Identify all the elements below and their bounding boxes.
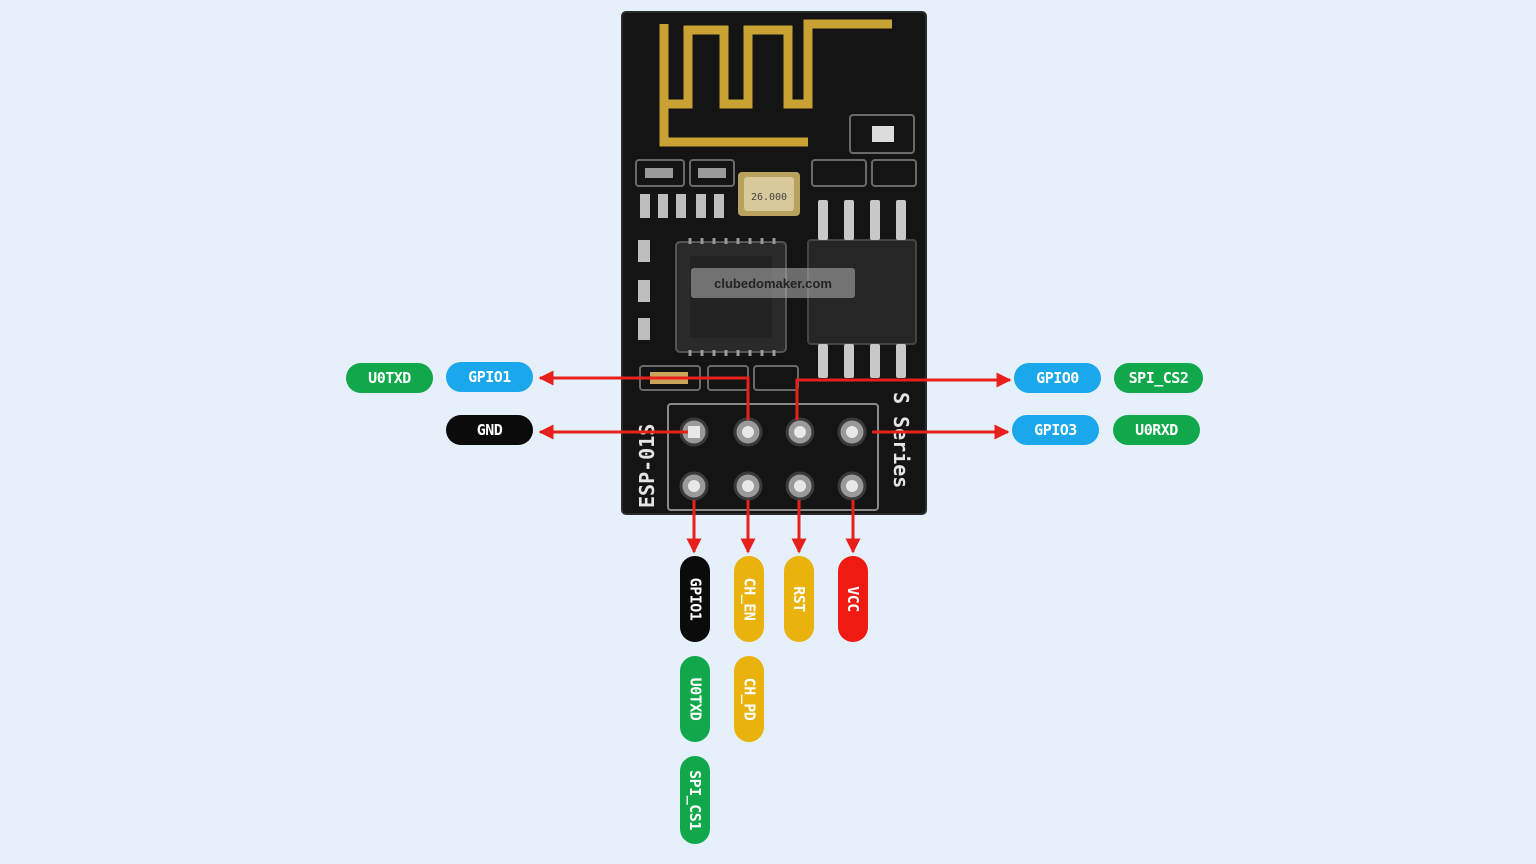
arrow-gpio0	[795, 372, 1012, 420]
pin-label-gnd: GND	[446, 415, 533, 445]
pin-label-spi-cs1: SPI_CS1	[680, 756, 710, 844]
board-side-label-left: ESP-01S	[635, 424, 659, 508]
pin-label-gpio1-left: GPIO1	[446, 362, 533, 392]
pcb-antenna	[659, 19, 892, 147]
flash-memory-chip	[807, 200, 917, 378]
crystal-oscillator: 26.000	[738, 172, 800, 216]
watermark: clubedomaker.com	[691, 268, 855, 298]
pin-label-gpio0: GPIO0	[1014, 363, 1101, 393]
pin-label-ch-en: CH_EN	[734, 556, 764, 642]
pin-label-gpio1-bottom: GPIO1	[680, 556, 710, 642]
pin-label-u0rxd: U0RXD	[1113, 415, 1200, 445]
pin-label-rst: RST	[784, 556, 814, 642]
pin-label-u0txd-bottom: U0TXD	[680, 656, 710, 742]
header-pins	[679, 417, 867, 501]
passive-components	[635, 159, 917, 340]
crystal-label: 26.000	[751, 192, 787, 203]
pin-label-gpio3: GPIO3	[1012, 415, 1099, 445]
pin-label-u0txd-left: U0TXD	[346, 363, 433, 393]
board-side-label-right: S Series	[889, 392, 913, 488]
arrow-gpio1	[538, 370, 750, 420]
esp01s-board: 26.000	[621, 11, 927, 515]
pin-label-vcc: VCC	[838, 556, 868, 642]
pin-label-spi-cs2: SPI_CS2	[1114, 363, 1203, 393]
pin-arrows	[538, 370, 1012, 554]
pin-label-ch-pd: CH_PD	[734, 656, 764, 742]
